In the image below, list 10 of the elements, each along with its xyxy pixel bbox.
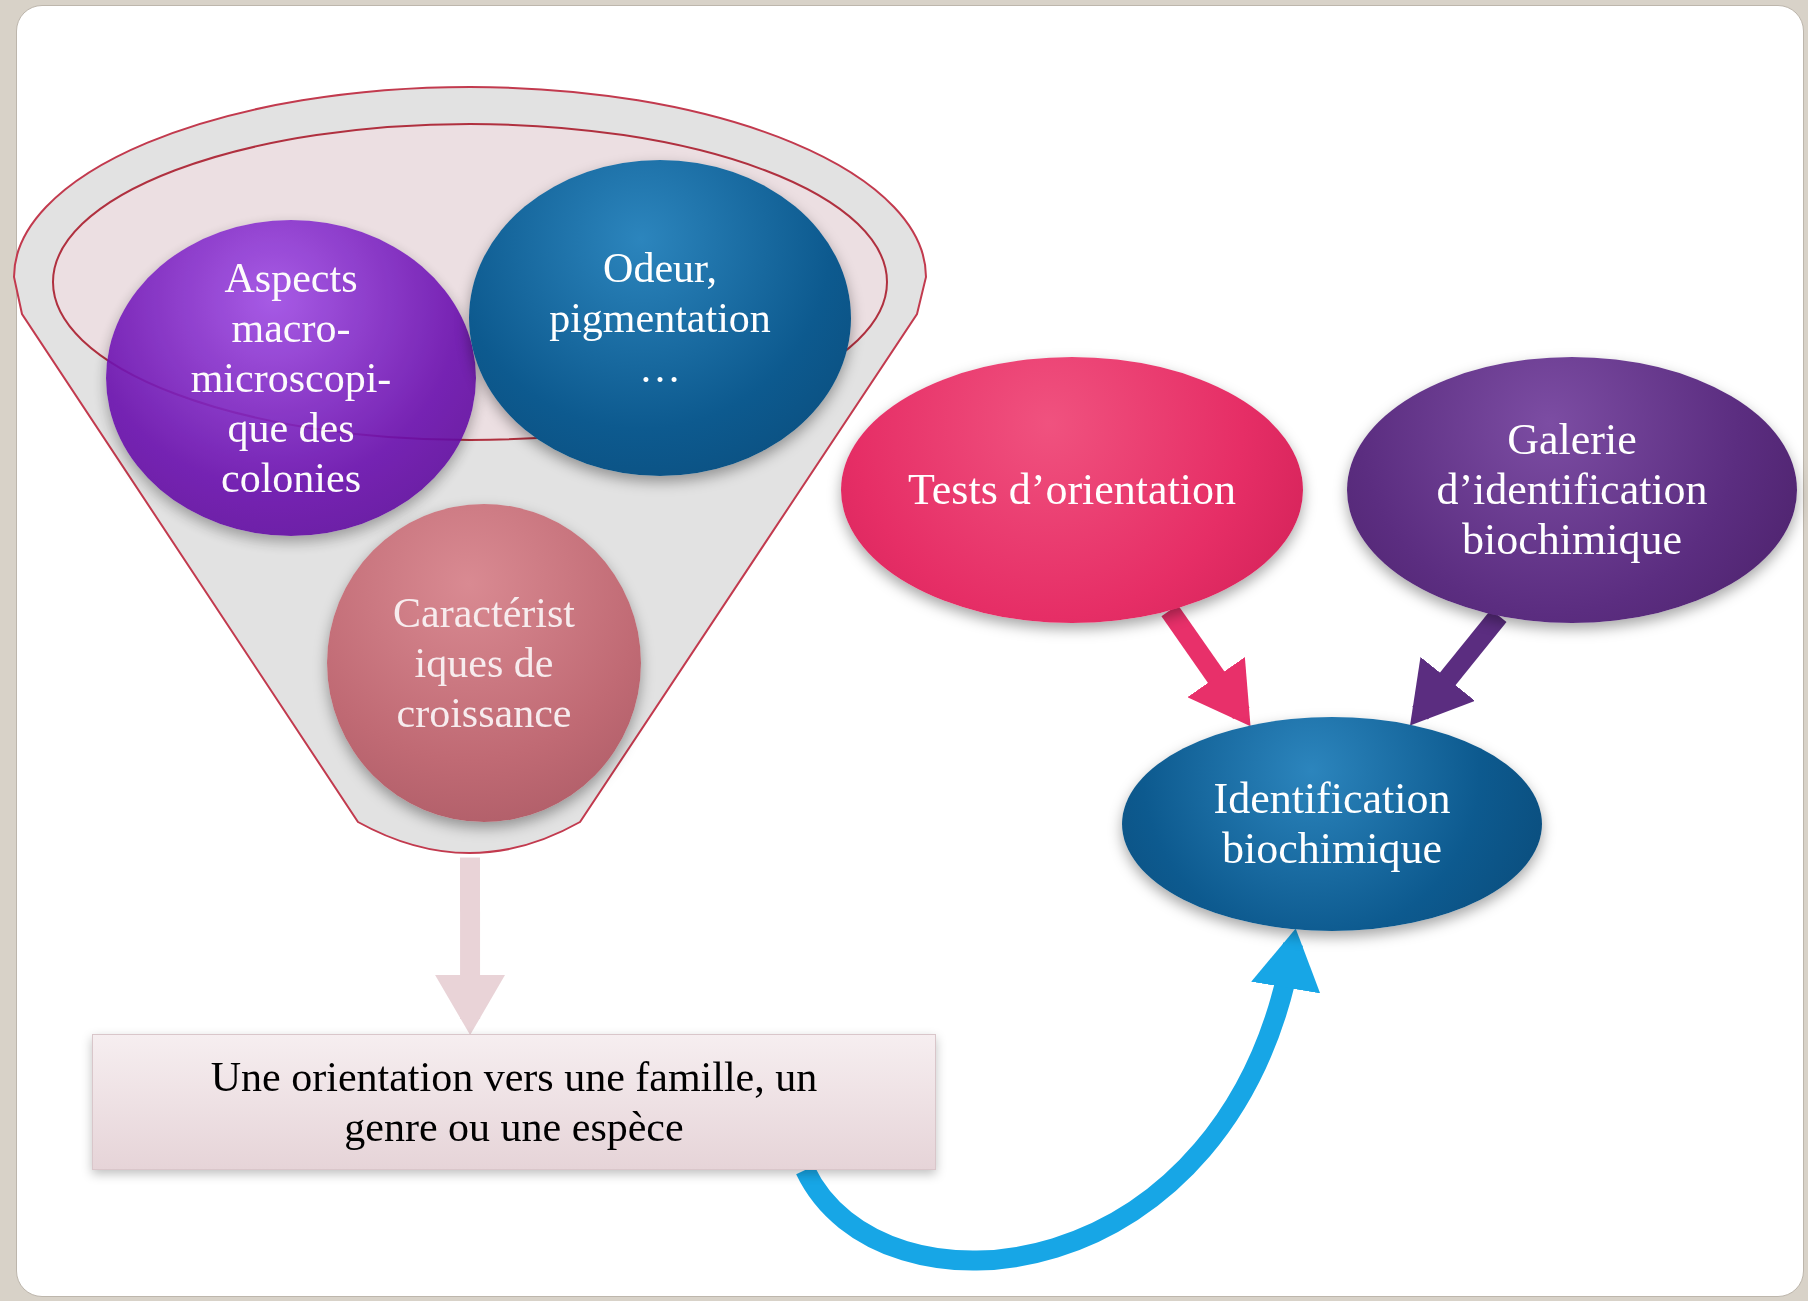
text-banner <box>92 1034 936 1170</box>
arrow <box>435 857 506 1035</box>
node-label: Identification biochimique <box>1212 774 1452 874</box>
arrow <box>796 928 1317 1270</box>
node-label: Tests d’orientation <box>906 465 1238 515</box>
node-label: Une orientation vers une famille, un genre ou une espèce <box>209 1053 819 1152</box>
node-label: Aspects macro- microscopi- que des colonies <box>189 254 393 503</box>
node-label: Odeur, pigmentation … <box>548 244 772 393</box>
node-label: Caractérist iques de croissance <box>392 589 576 738</box>
node-label: Galerie d’identification biochimique <box>1435 415 1709 565</box>
